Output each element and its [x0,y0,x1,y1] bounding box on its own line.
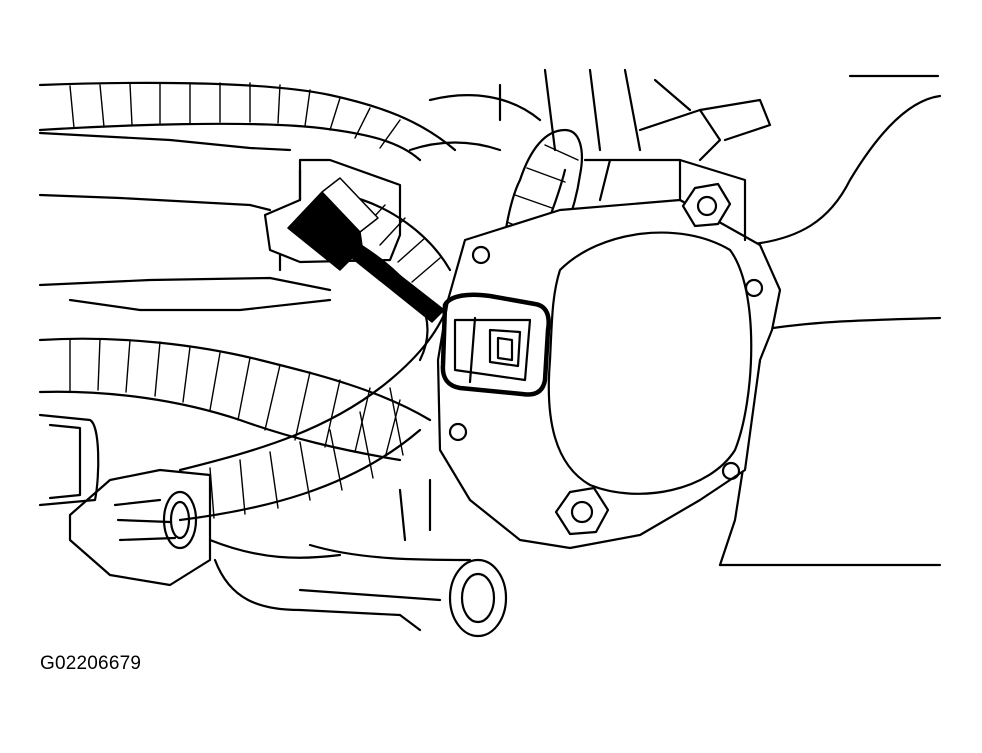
pointer-arrow-icon [287,177,445,323]
electrical-connector [440,292,551,397]
figure-code: G02206679 [40,653,142,674]
lower-wiring-harness [38,193,452,522]
bolts [448,182,764,536]
left-fittings [38,413,422,632]
lower-hose [298,478,508,638]
main-housing [436,98,782,550]
upper-wiring-harness [38,81,542,162]
